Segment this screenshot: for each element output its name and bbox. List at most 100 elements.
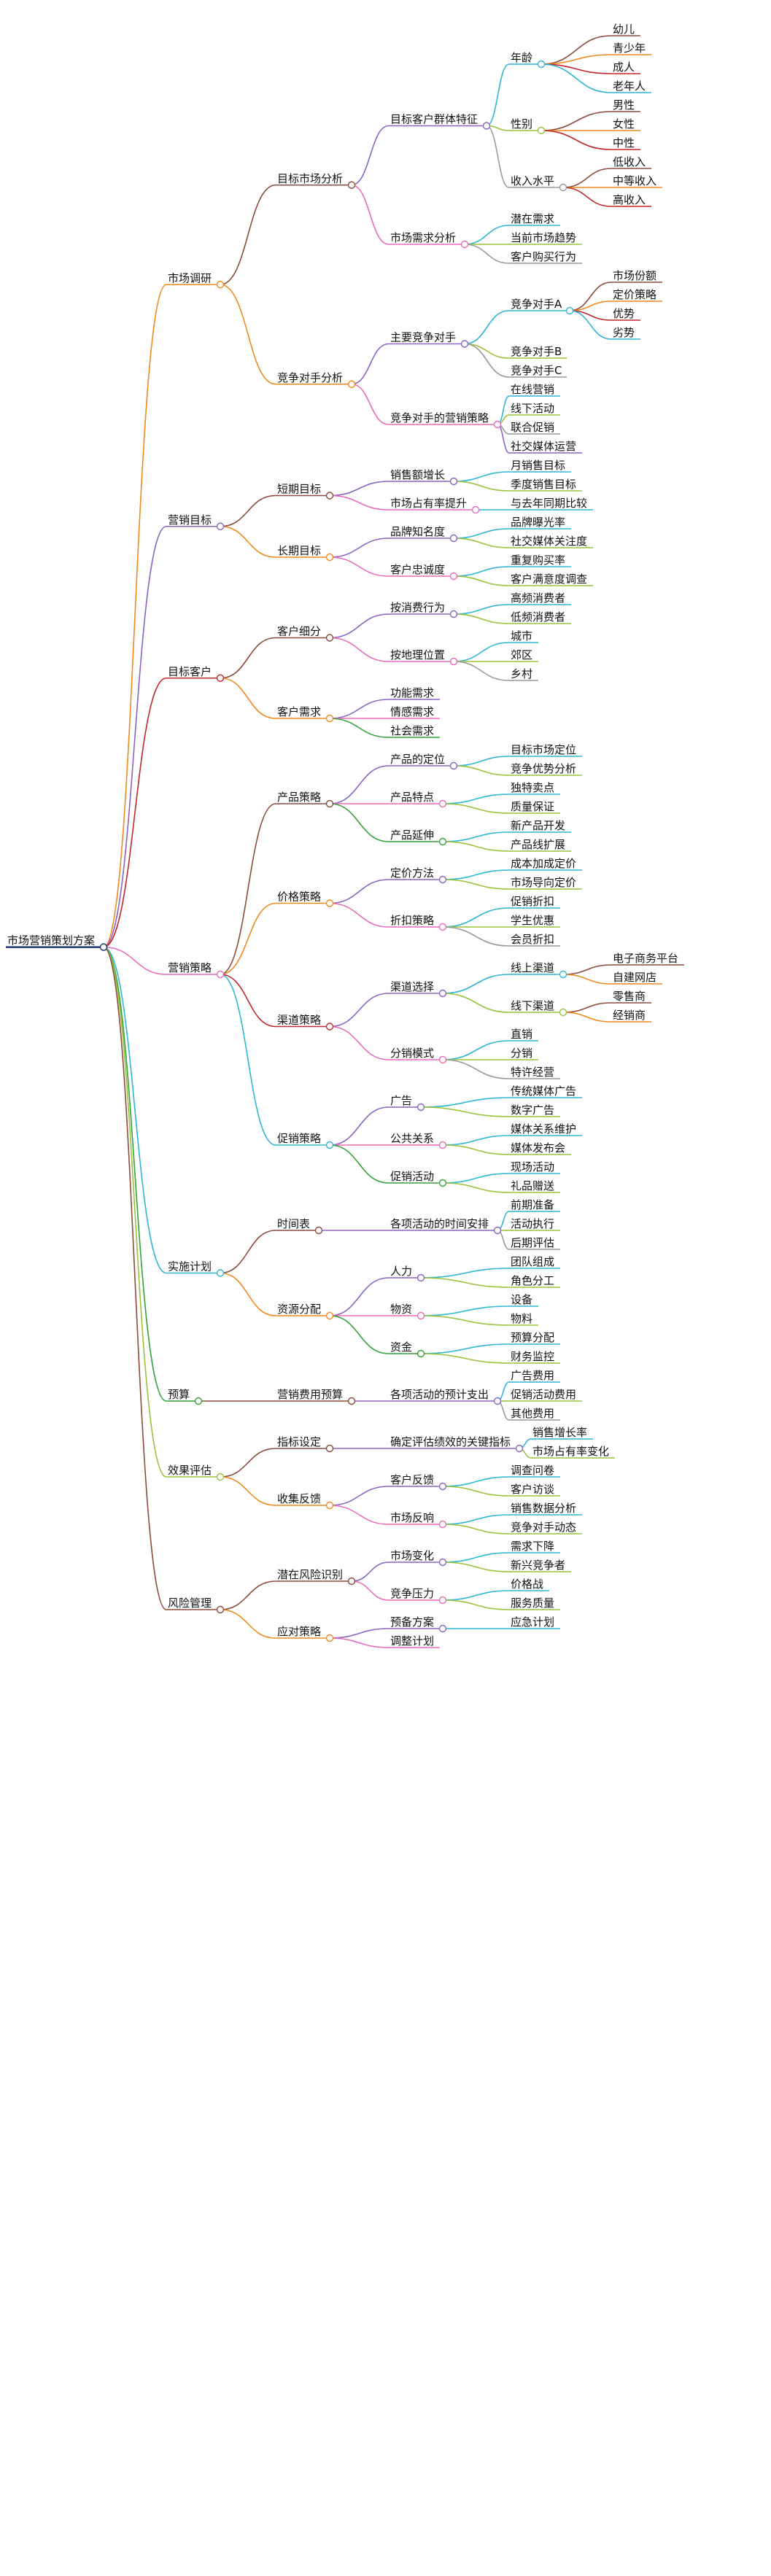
- topic-root-4-1-0[interactable]: 人力: [390, 1265, 412, 1278]
- topic-root-6-0[interactable]: 指标设定: [277, 1435, 321, 1448]
- topic-root-0-0[interactable]: 目标市场分析: [277, 172, 343, 185]
- topic-root-2-0[interactable]: 客户细分: [277, 625, 321, 638]
- collapse-knob-root-0-0-0[interactable]: [482, 122, 491, 130]
- collapse-knob-root-7-0[interactable]: [347, 1577, 356, 1586]
- topic-root-2-1-1[interactable]: 情感需求: [390, 705, 434, 718]
- topic-root-6-0-0[interactable]: 确定评估绩效的关键指标: [390, 1435, 511, 1448]
- topic-root-6-1-1-0[interactable]: 销售数据分析: [511, 1502, 576, 1515]
- topic-root-3-2-0-0-1[interactable]: 自建网店: [613, 971, 656, 984]
- topic-root-3-1-0-0[interactable]: 成本加成定价: [511, 857, 576, 870]
- topic-root-0-0-0-2-2[interactable]: 高收入: [613, 193, 646, 206]
- topic-root-2-0-1-1[interactable]: 郊区: [511, 648, 532, 662]
- topic-root-5-0[interactable]: 营销费用预算: [277, 1388, 343, 1401]
- topic-root-3-3-1[interactable]: 公共关系: [390, 1132, 434, 1145]
- topic-root-6-1-0-0[interactable]: 调查问卷: [511, 1464, 554, 1477]
- collapse-knob-root-0[interactable]: [216, 281, 225, 289]
- topic-root-3-2-0-1-1[interactable]: 经销商: [613, 1009, 646, 1022]
- topic-root-0-0-0-2-1[interactable]: 中等收入: [613, 174, 656, 187]
- topic-root-3-3-2-1[interactable]: 礼品赠送: [511, 1179, 554, 1192]
- topic-root-2-1-0[interactable]: 功能需求: [390, 686, 434, 699]
- topic-root-0-1-1-0[interactable]: 在线营销: [511, 383, 554, 396]
- topic-root-1-0-1[interactable]: 市场占有率提升: [390, 497, 467, 510]
- topic-root-5-0-0-2[interactable]: 其他费用: [511, 1407, 554, 1420]
- topic-root-3-1-1-1[interactable]: 学生优惠: [511, 914, 554, 927]
- topic-root-3-2-1-1[interactable]: 分销: [511, 1047, 532, 1060]
- collapse-knob-root-7-0-0[interactable]: [438, 1558, 447, 1567]
- collapse-knob-root-5[interactable]: [194, 1397, 203, 1405]
- collapse-knob-root-4-1-0[interactable]: [417, 1273, 425, 1282]
- topic-root-3-0-1[interactable]: 产品特点: [390, 791, 434, 804]
- collapse-knob-root-4[interactable]: [216, 1269, 225, 1277]
- collapse-knob-root-3-2-0[interactable]: [438, 989, 447, 998]
- topic-root-3-0[interactable]: 产品策略: [277, 791, 321, 804]
- topic-root-0-0-0-0-3[interactable]: 老年人: [613, 79, 646, 93]
- topic-root-3-0-1-0[interactable]: 独特卖点: [511, 781, 554, 794]
- topic-root-1-0-1-0[interactable]: 与去年同期比较: [511, 497, 587, 510]
- topic-root-0-1[interactable]: 竞争对手分析: [277, 371, 343, 384]
- topic-root-1-0-0[interactable]: 销售额增长: [390, 468, 445, 481]
- collapse-knob-root-2-0[interactable]: [325, 634, 334, 642]
- topic-root-1-1[interactable]: 长期目标: [277, 544, 321, 557]
- topic-root-0-0-0-1-1[interactable]: 女性: [613, 117, 635, 131]
- collapse-knob-root-4-0[interactable]: [314, 1226, 323, 1235]
- topic-root-3-2-0-0[interactable]: 线上渠道: [511, 961, 554, 974]
- topic-root-6-1-1[interactable]: 市场反响: [390, 1511, 434, 1524]
- collapse-knob-root-0-1-0-0[interactable]: [565, 306, 574, 315]
- topic-root-0-1-1-3[interactable]: 社交媒体运营: [511, 440, 576, 453]
- topic-root-3-0-2-1[interactable]: 产品线扩展: [511, 838, 565, 851]
- topic-root-4-1-1-1[interactable]: 物料: [511, 1312, 532, 1325]
- topic-root-0-0-0-0-1[interactable]: 青少年: [613, 42, 646, 55]
- collapse-knob-root-2-0-1[interactable]: [449, 657, 458, 666]
- topic-root-1-0-0-1[interactable]: 季度销售目标: [511, 478, 576, 491]
- topic-root-5-0-0[interactable]: 各项活动的预计支出: [390, 1388, 489, 1401]
- collapse-knob-root-6-0-0[interactable]: [515, 1444, 524, 1453]
- topic-root-4-0[interactable]: 时间表: [277, 1217, 310, 1230]
- topic-root-2-0-0-0[interactable]: 高频消费者: [511, 591, 565, 605]
- topic-root-3-3-1-1[interactable]: 媒体发布会: [511, 1141, 565, 1155]
- collapse-knob-root-3-0-2[interactable]: [438, 837, 447, 846]
- topic-root-7-0-0-0[interactable]: 需求下降: [511, 1540, 554, 1553]
- topic-root-2-1-2[interactable]: 社会需求: [390, 724, 434, 737]
- topic-root-3-0-2-0[interactable]: 新产品开发: [511, 819, 565, 832]
- topic-root-2-0-1-0[interactable]: 城市: [511, 629, 532, 643]
- topic-root-4-1-1-0[interactable]: 设备: [511, 1293, 532, 1306]
- topic-root-2-0-0[interactable]: 按消费行为: [390, 601, 445, 614]
- topic-root-0-1-0-0-0[interactable]: 市场份额: [613, 269, 656, 282]
- topic-root-2-1[interactable]: 客户需求: [277, 705, 321, 718]
- collapse-knob-root-3-2-0-0[interactable]: [559, 970, 567, 979]
- topic-root-3-0-0-1[interactable]: 竞争优势分析: [511, 762, 576, 775]
- topic-root-3-1-1-2[interactable]: 会员折扣: [511, 933, 554, 946]
- topic-root-3-2-0-1[interactable]: 线下渠道: [511, 999, 554, 1012]
- topic-root-4-1-1[interactable]: 物资: [390, 1303, 412, 1316]
- collapse-knob-root-6[interactable]: [216, 1473, 225, 1481]
- topic-root-0-0-0-1[interactable]: 性别: [511, 117, 532, 131]
- topic-root-0-1-0-1[interactable]: 竞争对手B: [511, 345, 562, 358]
- topic-root-3-1-0[interactable]: 定价方法: [390, 866, 434, 880]
- topic-root-0-0-0-0[interactable]: 年龄: [511, 51, 532, 64]
- collapse-knob-root-0-1-1[interactable]: [493, 420, 502, 429]
- topic-root-7-0-1-1[interactable]: 服务质量: [511, 1597, 554, 1610]
- topic-root-3-3-2-0[interactable]: 现场活动: [511, 1160, 554, 1173]
- topic-root-3-3-0-1[interactable]: 数字广告: [511, 1103, 554, 1117]
- topic-root-7-1-0-0[interactable]: 应急计划: [511, 1615, 554, 1629]
- topic-root-3-1[interactable]: 价格策略: [277, 891, 321, 904]
- topic-root-3-0-2[interactable]: 产品延伸: [390, 829, 434, 842]
- topic-root-3-1-0-1[interactable]: 市场导向定价: [511, 876, 576, 889]
- topic-root-1-0[interactable]: 短期目标: [277, 483, 321, 496]
- collapse-knob-root-6-1[interactable]: [325, 1501, 334, 1510]
- collapse-knob-root-5-0[interactable]: [347, 1397, 356, 1405]
- topic-root-1-1-1-1[interactable]: 客户满意度调查: [511, 573, 587, 586]
- collapse-knob-root-3-2-0-1[interactable]: [559, 1008, 567, 1017]
- root-topic[interactable]: 市场营销策划方案: [7, 934, 95, 947]
- topic-root-0-0-0[interactable]: 目标客户群体特征: [390, 113, 478, 126]
- topic-root-6-0-0-0[interactable]: 销售增长率: [532, 1426, 587, 1439]
- topic-root-7-1-1[interactable]: 调整计划: [390, 1634, 434, 1648]
- topic-root-0-0-1[interactable]: 市场需求分析: [390, 231, 456, 244]
- topic-root-0-1-1-1[interactable]: 线下活动: [511, 402, 554, 415]
- topic-root-0-1-1-2[interactable]: 联合促销: [511, 421, 554, 434]
- topic-root-0-0-1-0[interactable]: 潜在需求: [511, 212, 554, 225]
- collapse-knob-root-0-1[interactable]: [347, 380, 356, 388]
- collapse-knob-root-3-3[interactable]: [325, 1141, 334, 1149]
- collapse-knob-root-0-0[interactable]: [347, 181, 356, 189]
- collapse-knob-root-0-0-1[interactable]: [460, 240, 469, 249]
